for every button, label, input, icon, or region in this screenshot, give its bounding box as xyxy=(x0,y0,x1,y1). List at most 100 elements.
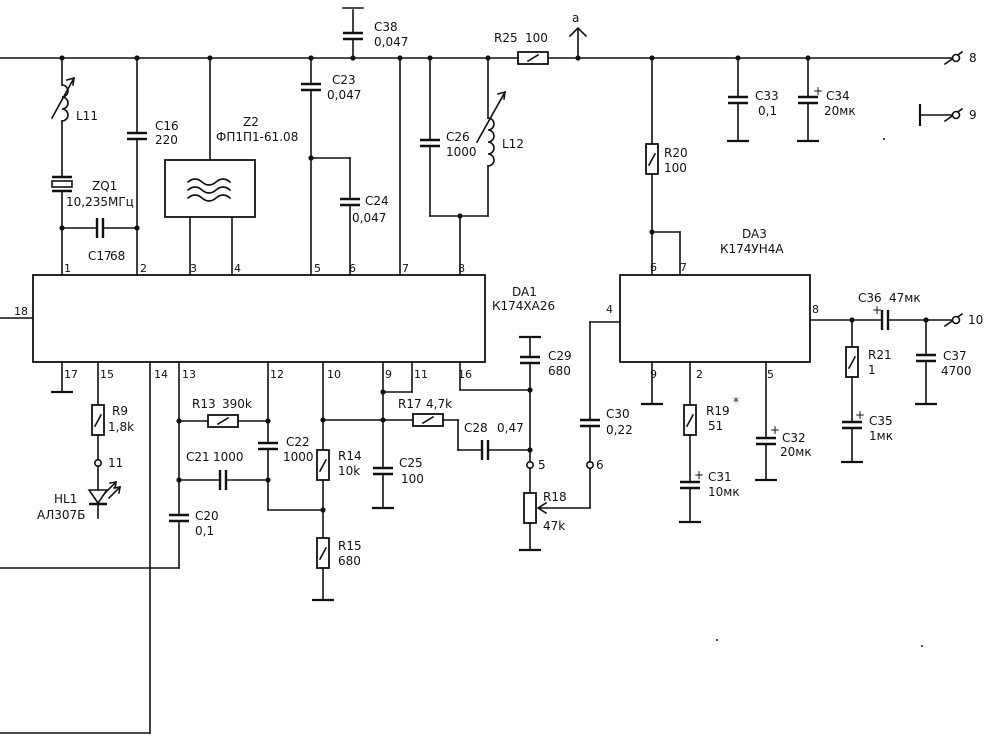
c33-value: 0,1 xyxy=(758,104,777,118)
svg-text:7: 7 xyxy=(402,262,409,275)
r14-resistor: R14 10k xyxy=(316,361,362,539)
node-11-label: 11 xyxy=(108,456,123,470)
r25-value: 100 xyxy=(525,31,548,45)
svg-text:11: 11 xyxy=(414,368,428,381)
c25-capacitor: C25 100 xyxy=(372,456,424,510)
node-a: а xyxy=(568,11,588,59)
svg-text:+: + xyxy=(872,303,882,317)
ic-da1: DA1 К174ХА26 1 2 3 4 5 6 7 8 18 17 15 14… xyxy=(0,262,555,381)
terminal-10: 10 xyxy=(943,312,983,328)
terminal-8: 8 xyxy=(943,50,977,66)
svg-text:+: + xyxy=(770,423,780,437)
c37-value: 4700 xyxy=(941,364,972,378)
r25-label: R25 xyxy=(494,31,518,45)
c32-value: 20мк xyxy=(780,445,812,459)
r17-label: R17 xyxy=(398,397,422,411)
r18-value: 47k xyxy=(543,519,565,533)
node-5-label: 5 xyxy=(538,458,546,472)
zq1-label: ZQ1 xyxy=(92,179,117,193)
z2-filter: Z2 ФП1П1-61.08 xyxy=(164,57,298,276)
c20-label: C20 xyxy=(195,509,219,523)
r14-label: R14 xyxy=(338,449,362,463)
c21-value: 1000 xyxy=(213,450,244,464)
r19-star: * xyxy=(733,395,739,409)
zq1-crystal: ZQ1 10,235МГц xyxy=(51,175,134,276)
svg-text:15: 15 xyxy=(100,368,114,381)
svg-text:8: 8 xyxy=(812,303,819,316)
svg-text:18: 18 xyxy=(14,305,28,318)
c33-capacitor: C33 0,1 xyxy=(727,57,779,143)
c23-label: C23 xyxy=(332,73,356,87)
c34-value: 20мк xyxy=(824,104,856,118)
svg-text:17: 17 xyxy=(64,368,78,381)
hl1-label: HL1 xyxy=(54,492,77,506)
svg-text:9: 9 xyxy=(385,368,392,381)
svg-text:5: 5 xyxy=(767,368,774,381)
c35-capacitor: + C35 1мк xyxy=(841,408,893,464)
c26-capacitor: C26 1000 xyxy=(420,57,489,276)
l11-inductor: L11 xyxy=(50,57,98,178)
terminal-10-label: 10 xyxy=(968,313,983,327)
c23-value: 0,047 xyxy=(327,88,361,102)
c21-label: C21 xyxy=(186,450,210,464)
svg-text:4: 4 xyxy=(606,303,613,316)
c24-label: C24 xyxy=(365,194,389,208)
node-11: 11 xyxy=(94,456,123,470)
svg-text:+: + xyxy=(694,468,704,482)
c16-capacitor: C16 220 xyxy=(127,57,179,276)
r18-label: R18 xyxy=(543,490,567,504)
c36-capacitor: + C36 47мк xyxy=(809,291,957,330)
c30-capacitor: C30 0,22 xyxy=(580,407,633,463)
r21-value: 1 xyxy=(868,363,876,377)
r18-potentiometer: R18 47k xyxy=(519,467,591,552)
r20-value: 100 xyxy=(664,161,687,175)
da1-name: DA1 xyxy=(512,285,537,299)
c22-value: 1000 xyxy=(283,450,314,464)
svg-text:2: 2 xyxy=(696,368,703,381)
c20-value: 0,1 xyxy=(195,524,214,538)
da3-name: DA3 xyxy=(742,227,767,241)
svg-text:9: 9 xyxy=(650,368,657,381)
c16-value: 220 xyxy=(155,133,178,147)
c24-capacitor: C24 0,047 xyxy=(310,157,389,276)
svg-text:13: 13 xyxy=(182,368,196,381)
l12-label: L12 xyxy=(502,137,524,151)
svg-text:16: 16 xyxy=(458,368,472,381)
c25-label: C25 xyxy=(399,456,423,470)
z2-name: Z2 xyxy=(243,115,259,129)
svg-text:10: 10 xyxy=(327,368,341,381)
terminal-9-label: 9 xyxy=(969,108,977,122)
pin17-ground xyxy=(51,361,73,394)
c24-value: 0,047 xyxy=(352,211,386,225)
c34-capacitor: + C34 20мк xyxy=(797,57,856,143)
c29-capacitor: C29 680 xyxy=(519,335,572,463)
r13-resistor: R13 390k xyxy=(178,397,269,428)
c36-label: C36 xyxy=(858,291,882,305)
c17-capacitor: C17 68 xyxy=(59,218,140,263)
r19-resistor: R19 51 * xyxy=(683,361,739,483)
c38-capacitor: C38 0,047 xyxy=(342,7,408,59)
svg-text:8: 8 xyxy=(458,262,465,275)
zq1-value: 10,235МГц xyxy=(66,195,134,209)
c16-label: C16 xyxy=(155,119,179,133)
c37-label: C37 xyxy=(943,349,967,363)
svg-text:6: 6 xyxy=(349,262,356,275)
c28-label: C28 xyxy=(464,421,488,435)
svg-text:4: 4 xyxy=(234,262,241,275)
r19-label: R19 xyxy=(706,404,730,418)
supply-rail xyxy=(0,55,957,61)
r13-label: R13 xyxy=(192,397,216,411)
r20-resistor: R20 100 xyxy=(645,57,688,276)
r14-value: 10k xyxy=(338,464,360,478)
c29-value: 680 xyxy=(548,364,571,378)
r25-resistor: R25 100 xyxy=(494,31,549,65)
svg-text:6: 6 xyxy=(650,261,657,274)
c31-capacitor: + C31 10мк xyxy=(679,468,740,524)
node-6: 6 xyxy=(585,458,604,509)
r17-resistor: R17 4,7k xyxy=(320,397,459,451)
terminal-8-label: 8 xyxy=(969,51,977,65)
c34-label: C34 xyxy=(826,89,850,103)
c32-capacitor: + C32 20мк xyxy=(755,361,812,482)
c26-value: 1000 xyxy=(446,145,477,159)
